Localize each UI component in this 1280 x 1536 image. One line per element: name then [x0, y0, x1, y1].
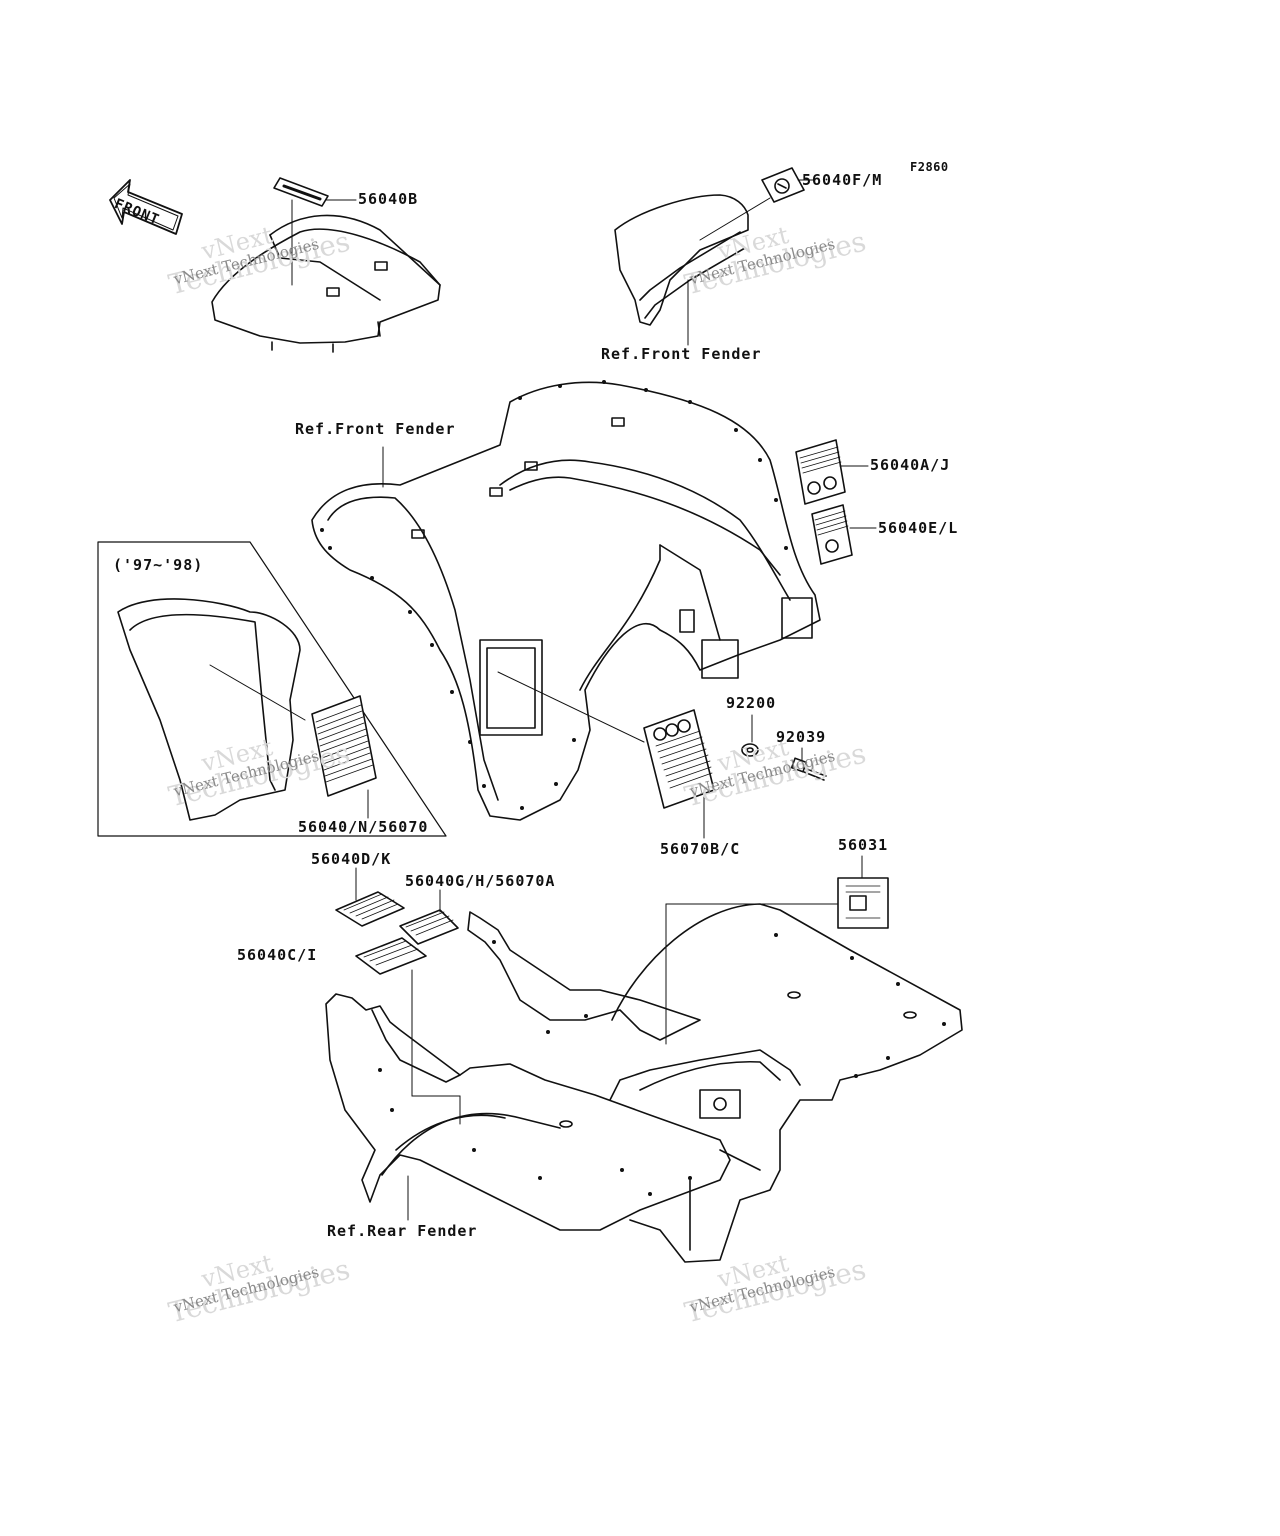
front-fender-part — [311, 380, 821, 821]
callout-56031: 56031 — [838, 836, 889, 854]
diagram-code: F2860 — [910, 160, 949, 174]
decal-56040dk-icon — [335, 867, 405, 927]
inset-box — [97, 541, 447, 837]
year-range-label: ('97~'98) — [113, 556, 204, 574]
washer-92200-icon — [741, 714, 759, 757]
callout-ref-rear-fender: Ref.Rear Fender — [327, 1222, 478, 1240]
callout-56040-n-56070: 56040/N/56070 — [298, 818, 429, 836]
callout-56040fm: 56040F/M — [802, 171, 883, 189]
callout-56040aj: 56040A/J — [870, 456, 951, 474]
callout-56040b: 56040B — [358, 190, 419, 208]
front-cover-part — [211, 214, 441, 353]
decal-56040aj-icon — [795, 439, 869, 505]
bolt-92039-icon — [790, 747, 827, 781]
decal-56070bc-icon — [643, 709, 715, 839]
callout-56040dk: 56040D/K — [311, 850, 392, 868]
callout-ref-front-fender: Ref.Front Fender — [295, 420, 456, 438]
callout-56070bc: 56070B/C — [660, 840, 741, 858]
callout-92200: 92200 — [726, 694, 777, 712]
callout-ref-front-fender-top: Ref.Front Fender — [601, 345, 762, 363]
callout-56040el: 56040E/L — [878, 519, 959, 537]
decal-56040gh-56070a-icon — [399, 889, 459, 945]
decal-56031-icon — [665, 855, 889, 1045]
decal-56040b-icon — [273, 177, 357, 286]
callout-92039: 92039 — [776, 728, 827, 746]
front-direction-arrow-icon — [109, 179, 183, 235]
decal-56040fm-icon — [699, 167, 815, 241]
decal-56040el-icon — [811, 504, 877, 565]
callout-56040gh-56070a: 56040G/H/56070A — [405, 872, 556, 890]
decal-56040ci-icon — [355, 937, 461, 1125]
inner-cover-part — [614, 194, 749, 346]
rear-fender-part — [325, 903, 963, 1263]
callout-56040ci: 56040C/I — [237, 946, 318, 964]
